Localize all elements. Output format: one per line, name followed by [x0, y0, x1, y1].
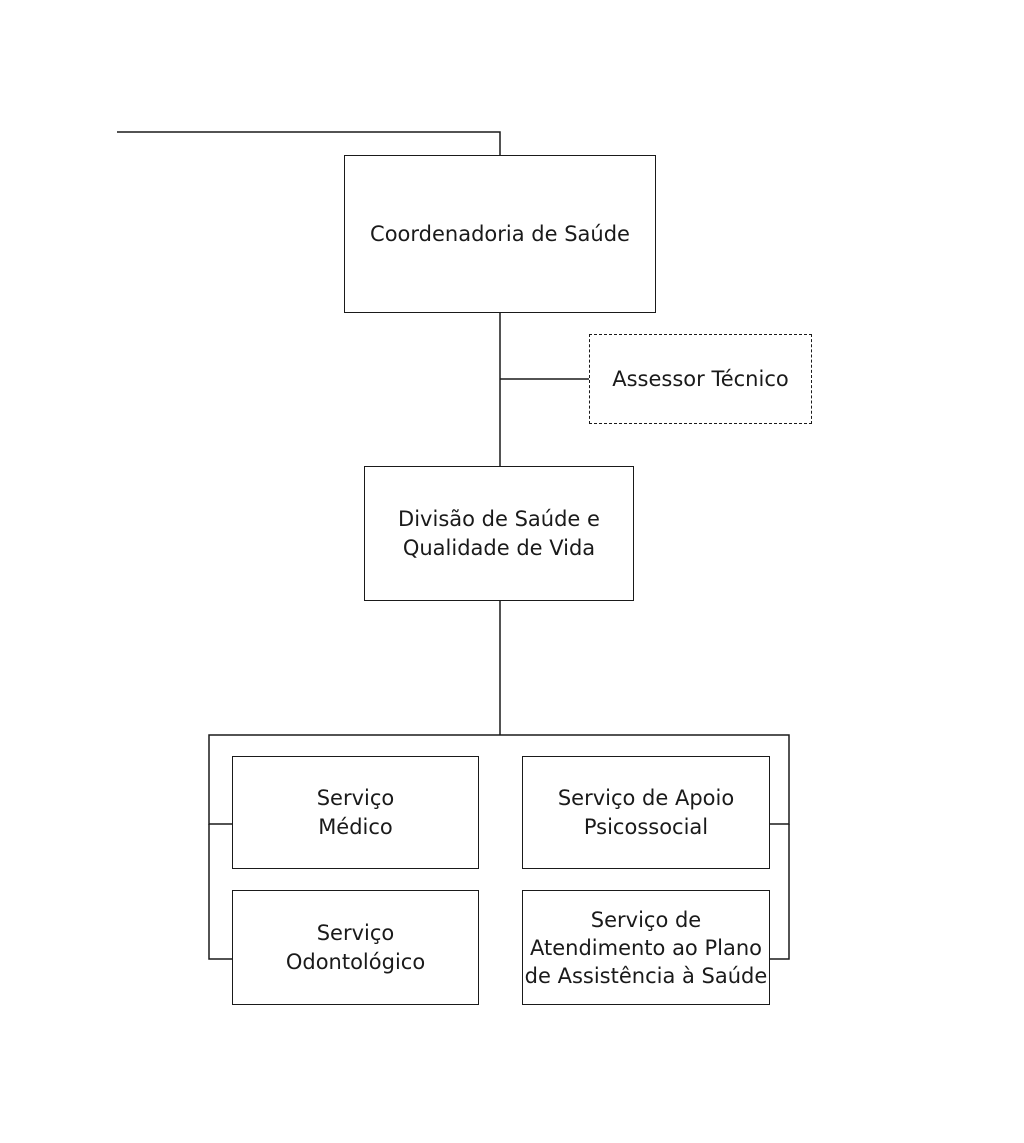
node-label: Serviço Médico: [316, 785, 395, 839]
node-servico-medico: Serviço Médico: [232, 756, 479, 869]
node-servico-odontologico: Serviço Odontológico: [232, 890, 479, 1005]
node-servico-atendimento-plano-assistencia: Serviço de Atendimento ao Plano de Assis…: [522, 890, 770, 1005]
node-assessor-tecnico: Assessor Técnico: [589, 334, 812, 424]
node-coordenadoria-de-saude: Coordenadoria de Saúde: [344, 155, 656, 313]
node-label: Assessor Técnico: [612, 366, 789, 391]
node-label: Serviço Odontológico: [285, 920, 426, 974]
node-servico-apoio-psicossocial: Serviço de Apoio Psicossocial: [522, 756, 770, 869]
node-label: Serviço de Apoio Psicossocial: [557, 785, 735, 839]
node-label: Serviço de Atendimento ao Plano de Assis…: [524, 907, 768, 988]
node-divisao-saude-qualidade-vida: Divisão de Saúde e Qualidade de Vida: [364, 466, 634, 601]
node-label: Coordenadoria de Saúde: [370, 221, 630, 246]
connector-services-bracket-lower-right: [770, 824, 790, 960]
connector-parent-line: [117, 131, 501, 155]
node-label: Divisão de Saúde e Qualidade de Vida: [398, 506, 600, 560]
connector-services-bracket-left: [208, 734, 790, 825]
connector-services-bracket-lower-left: [208, 824, 232, 960]
